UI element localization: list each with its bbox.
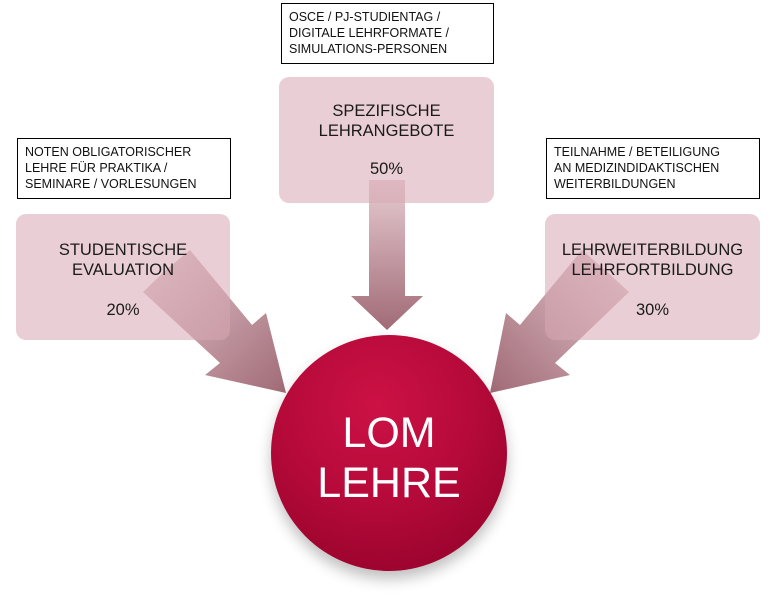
arrow-center [351,180,423,330]
node-title-line1: SPEZIFISCHE [332,102,441,120]
node-percent: 20% [106,301,140,319]
note-left: NOTEN OBLIGATORISCHER LEHRE FÜR PRAKTIKA… [17,138,231,199]
note-line: SEMINARE / VORLESUNGEN [25,177,197,191]
note-line: NOTEN OBLIGATORISCHER [25,145,192,159]
node-spezifische-lehrangebote: SPEZIFISCHE LEHRANGEBOTE 50% [279,77,494,203]
node-title-line2: EVALUATION [71,261,175,279]
node-title-line1: LEHRWEITERBILDUNG [561,241,744,259]
center-line1: LOM [342,409,436,457]
node-title: LEHRWEITERBILDUNG LEHRFORTBILDUNG [545,214,760,280]
node-lehrweiterbildung: LEHRWEITERBILDUNG LEHRFORTBILDUNG 30% [545,214,760,340]
node-title-line2: LEHRFORTBILDUNG [571,261,734,279]
node-title: SPEZIFISCHE LEHRANGEBOTE [279,77,494,141]
node-title-line1: STUDENTISCHE [58,241,188,259]
node-percent: 30% [635,301,670,319]
node-title-line2: LEHRANGEBOTE [318,122,455,140]
note-line: LEHRE FÜR PRAKTIKA / [25,161,168,175]
node-title: STUDENTISCHE EVALUATION [16,214,230,280]
note-line: AN MEDIZINDIDAKTISCHEN [554,161,720,175]
note-right: TEILNAHME / BETEILIGUNG AN MEDIZINDIDAKT… [546,138,760,199]
center-circle-lom-lehre: LOM LEHRE [271,335,507,571]
node-studentische-evaluation: STUDENTISCHE EVALUATION 20% [16,214,230,340]
note-line: SIMULATIONS-PERSONEN [289,42,448,56]
node-percent: 50% [369,160,404,178]
note-line: DIGITALE LEHRFORMATE / [289,26,449,40]
note-line: TEILNAHME / BETEILIGUNG [554,145,721,159]
note-line: OSCE / PJ-STUDIENTAG / [289,10,441,24]
note-line: WEITERBILDUNGEN [554,177,676,191]
note-center: OSCE / PJ-STUDIENTAG / DIGITALE LEHRFORM… [281,3,494,64]
center-line2: LEHRE [317,459,461,507]
